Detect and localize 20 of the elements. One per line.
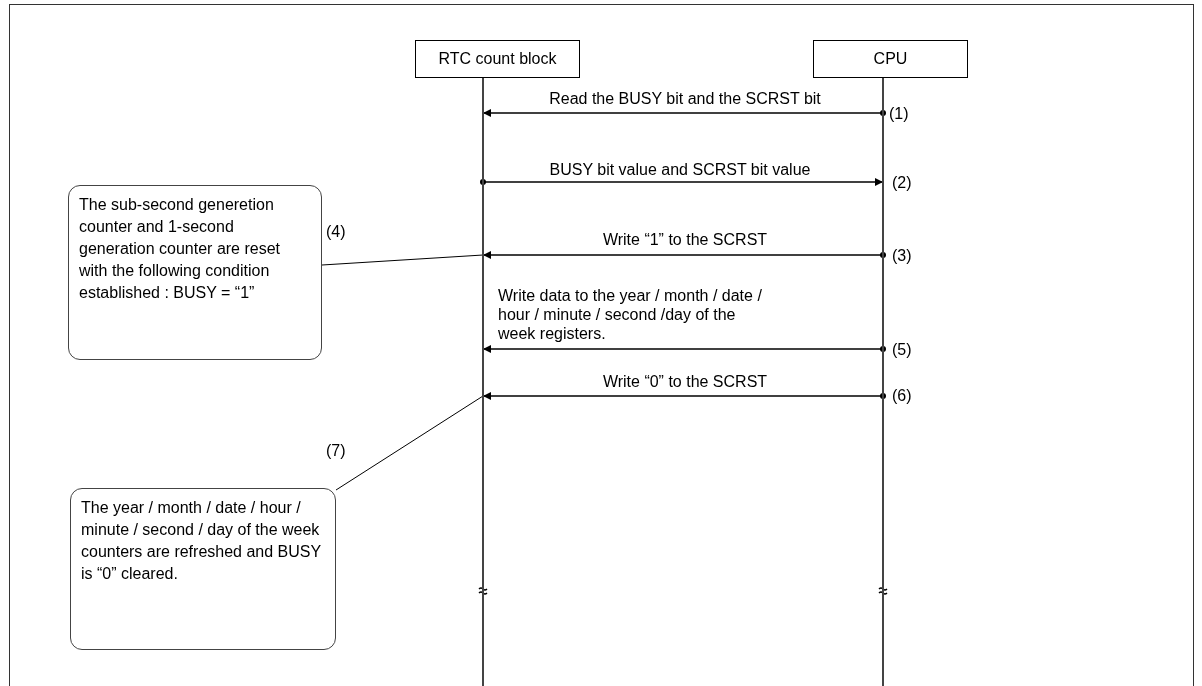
note-box [68, 185, 322, 360]
step-number: (4) [326, 222, 346, 242]
message-arrow [482, 345, 886, 353]
step-number: (6) [892, 386, 912, 406]
step-number: (7) [326, 441, 346, 461]
note-text: The year / month / date / hour / minute / second / day of the week counters are refreshed and BUSY is “0” cleared. [81, 499, 321, 582]
participant-box: RTC count block [415, 40, 580, 78]
note-text: The sub-second generetion counter and 1-second generation counter are reset with the following condition established : BUSY = “1” [79, 196, 280, 301]
leader-line [321, 254, 484, 266]
message-arrow [482, 251, 886, 259]
message-arrow [480, 178, 884, 186]
message-arrow [482, 392, 886, 400]
step-number: (3) [892, 246, 912, 266]
note-box [70, 488, 336, 650]
leader-line [335, 395, 484, 491]
step-number: (1) [889, 104, 909, 124]
message-arrow [482, 109, 886, 117]
step-number: (5) [892, 340, 912, 360]
participant-box: CPU [813, 40, 968, 78]
step-number: (2) [892, 173, 912, 193]
